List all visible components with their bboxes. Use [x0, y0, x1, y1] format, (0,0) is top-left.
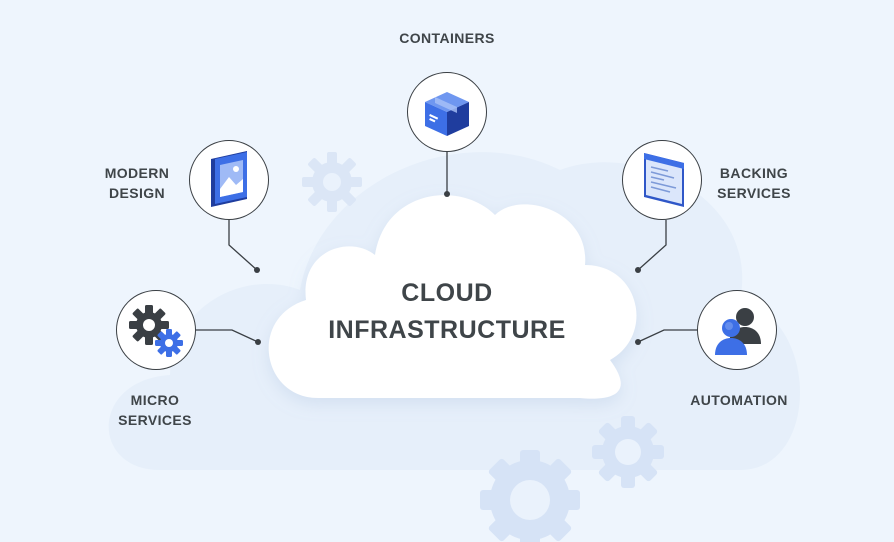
bg-gear-top-left-icon [302, 152, 362, 212]
picture-frame-icon [211, 151, 247, 207]
link-dot-containers [444, 191, 450, 197]
gears-icon [129, 305, 183, 357]
modern-design-line-2: DESIGN [108, 185, 166, 201]
containers-label-text: CONTAINERS [399, 30, 495, 46]
automation-label: AUTOMATION [684, 390, 794, 410]
backing-services-label: BACKING SERVICES [710, 163, 798, 203]
document-window-icon [644, 153, 684, 207]
backing-services-node [622, 140, 702, 220]
link-backing-services [637, 220, 667, 271]
modern-design-node [189, 140, 269, 220]
automation-label-text: AUTOMATION [690, 392, 788, 408]
backing-services-line-1: BACKING [719, 165, 789, 181]
bg-gear-bottom-center-icon [480, 450, 580, 542]
micro-services-node [116, 290, 196, 370]
bg-gear-bottom-right-icon [592, 416, 664, 488]
link-dot-automation [635, 339, 641, 345]
modern-design-line-1: MODERN [104, 165, 170, 181]
users-icon [715, 308, 761, 355]
title-line-1: CLOUD [401, 279, 493, 307]
cloud-shape [268, 195, 637, 399]
link-dot-backing-services [635, 267, 641, 273]
box-icon [425, 92, 469, 136]
link-dot-micro-services [255, 339, 261, 345]
link-modern-design [228, 220, 258, 271]
modern-design-label: MODERN DESIGN [94, 163, 180, 203]
micro-services-label: MICRO SERVICES [112, 390, 198, 430]
containers-label: CONTAINERS [392, 28, 502, 48]
backing-services-line-2: SERVICES [717, 185, 791, 201]
cloud-infrastructure-title: CLOUD INFRASTRUCTURE [300, 275, 594, 349]
title-line-2: INFRASTRUCTURE [328, 316, 566, 344]
containers-node [407, 72, 487, 152]
link-micro-services [196, 329, 259, 343]
link-dot-modern-design [254, 267, 260, 273]
automation-node [697, 290, 777, 370]
micro-services-line-2: SERVICES [118, 412, 192, 428]
link-automation [637, 329, 697, 343]
micro-services-line-1: MICRO [130, 392, 180, 408]
